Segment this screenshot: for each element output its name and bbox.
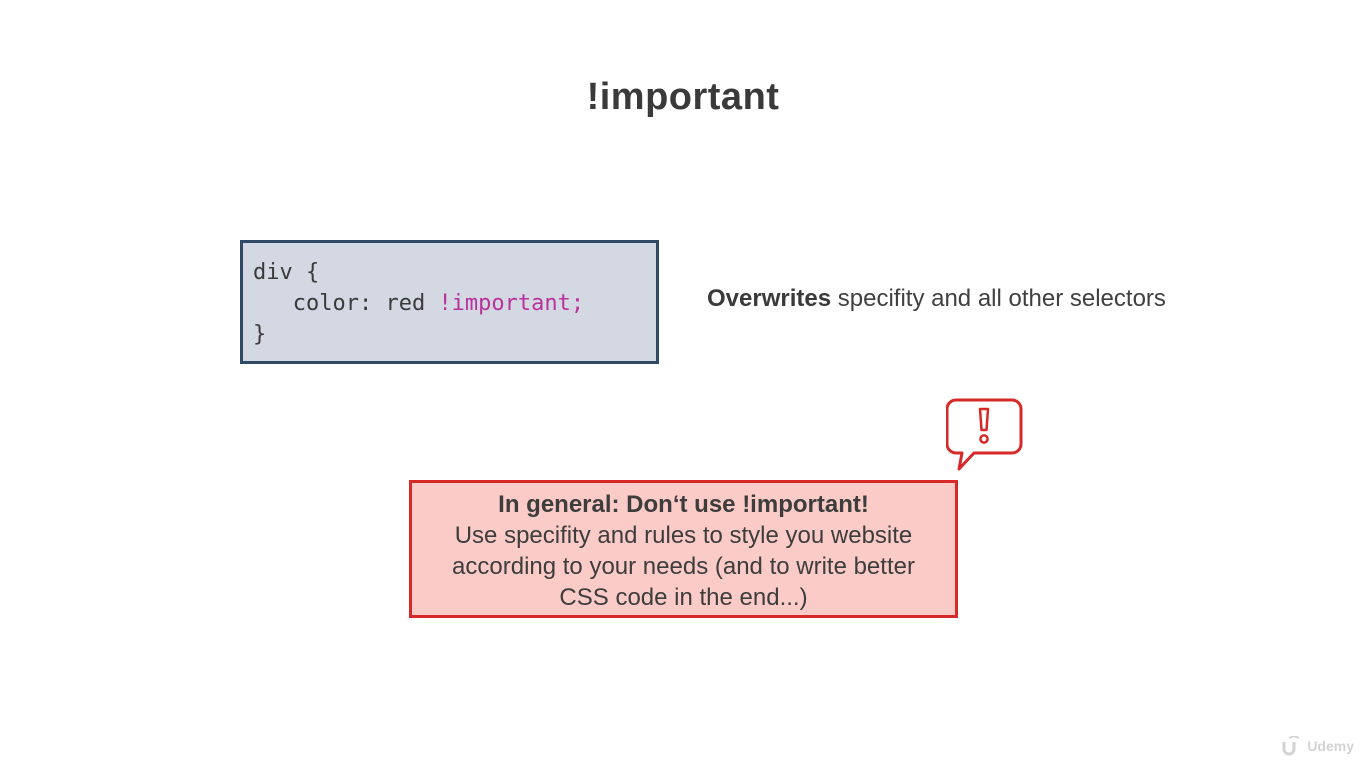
code-block: div { color: red !important; } [240,240,659,364]
warning-line-1: Use specifity and rules to style you web… [454,522,913,549]
warning-heading: In general: Don‘t use !important! [498,491,869,518]
warning-line-3: CSS code in the end...) [559,584,808,611]
udemy-logo-icon [1282,736,1300,756]
speech-bubble-exclamation-icon [946,398,1023,471]
code-line-1: div { [253,260,320,285]
watermark-text: Udemy [1307,738,1354,754]
code-line-3: } [253,322,267,347]
code-important-keyword: !important; [438,291,585,316]
description-bold: Overwrites [707,285,832,312]
warning-line-2: according to your needs (and to write be… [452,553,915,580]
slide-title: !important [586,76,780,118]
udemy-watermark: Udemy [1281,736,1354,756]
description-text: Overwrites specifity and all other selec… [707,285,1166,313]
code-text: div { color: red !important; } [253,257,584,350]
code-line-2-prefix: color: red [253,291,439,316]
warning-box: In general: Don‘t use !important! Use sp… [409,480,958,618]
description-rest: specifity and all other selectors [831,285,1166,312]
